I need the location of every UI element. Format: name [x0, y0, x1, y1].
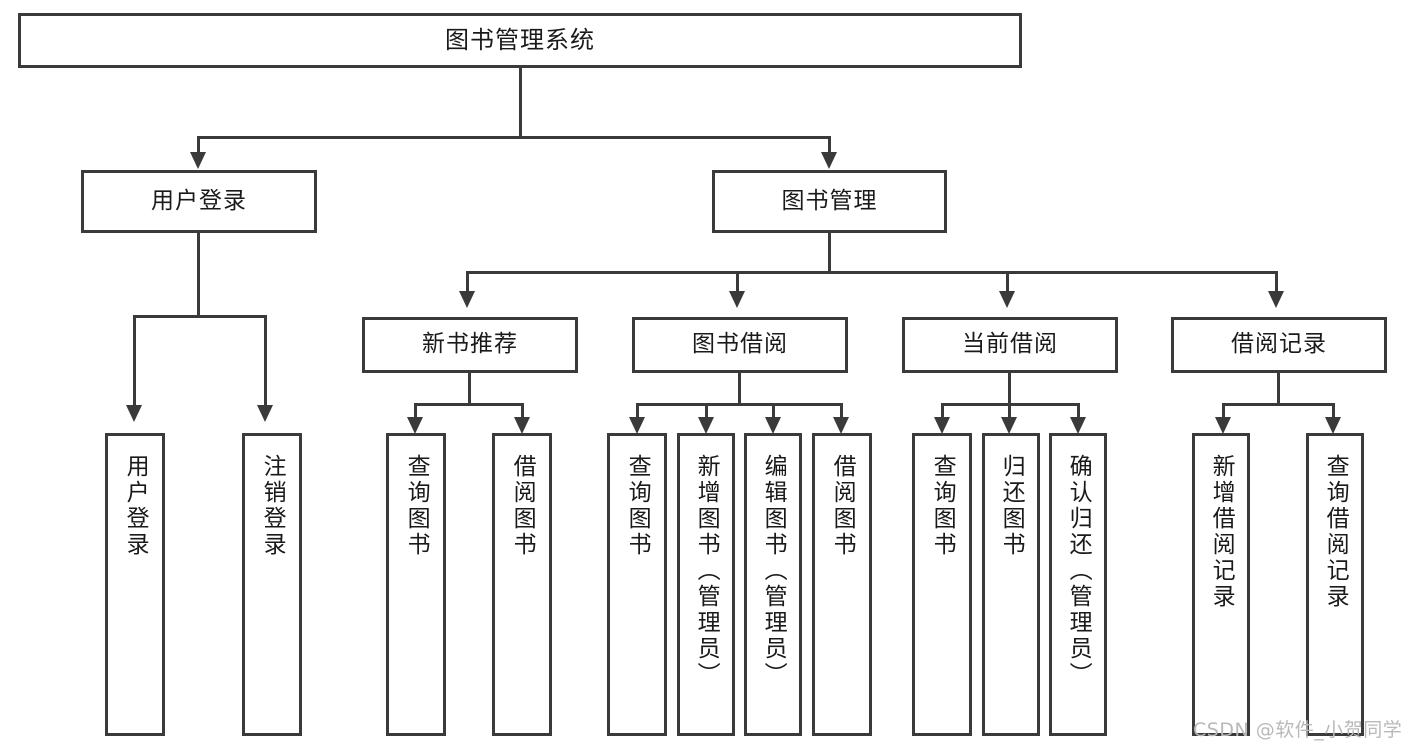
node-label: 借阅记录	[1231, 331, 1327, 358]
edge-user-login-stem	[197, 233, 200, 317]
node-label: 图书管理系统	[445, 26, 595, 55]
arrowhead-borrow-record-leaf-1-icon	[1215, 417, 1231, 434]
arrowhead-current-borrow-leaf-1-icon	[934, 417, 950, 434]
arrowhead-current-borrow-leaf-3-icon	[1070, 417, 1086, 434]
edge-level3-bus	[466, 271, 1278, 274]
edge-new-book-drop-1	[414, 403, 417, 421]
leaf-confirm-return-admin[interactable]: 确认归还（管理员）	[1049, 433, 1107, 736]
arrowhead-current-borrow-leaf-2-icon	[1001, 417, 1017, 434]
edge-book-borrow-drop-3	[772, 403, 775, 421]
edge-level2-drop-1	[197, 136, 200, 156]
node-book-borrow[interactable]: 图书借阅	[632, 317, 848, 373]
leaf-label: 查询图书	[403, 454, 430, 558]
leaf-borrow-book-recommend[interactable]: 借阅图书	[492, 433, 552, 736]
edge-new-book-stem	[468, 373, 471, 405]
edge-book-borrow-stem	[738, 373, 741, 405]
leaf-label: 注销登录	[259, 454, 286, 558]
arrowhead-to-book-borrow-icon	[729, 291, 745, 308]
node-user-login[interactable]: 用户登录	[81, 170, 317, 233]
node-label: 新书推荐	[422, 331, 518, 358]
leaf-label: 借阅图书	[509, 454, 536, 558]
edge-level3-drop-4	[1275, 271, 1278, 296]
leaf-query-book-borrow[interactable]: 查询图书	[607, 433, 667, 736]
leaf-label: 新增图书（管理员）	[693, 454, 720, 688]
arrowhead-new-book-leaf-2-icon	[514, 417, 530, 434]
edge-user-login-drop-1	[133, 315, 136, 410]
edge-new-book-drop-2	[521, 403, 524, 421]
arrowhead-to-book-management-icon	[821, 152, 837, 169]
watermark: CSDN @软件_小贺同学	[1193, 719, 1403, 741]
leaf-label: 确认归还（管理员）	[1065, 454, 1092, 688]
node-borrow-record[interactable]: 借阅记录	[1171, 317, 1387, 373]
edge-current-borrow-stem	[1008, 373, 1011, 405]
leaf-borrow-book[interactable]: 借阅图书	[812, 433, 872, 736]
leaf-add-borrow-record[interactable]: 新增借阅记录	[1192, 433, 1250, 736]
edge-level3-drop-1	[466, 271, 469, 296]
leaf-return-book[interactable]: 归还图书	[982, 433, 1040, 736]
edge-level3-drop-2	[736, 271, 739, 296]
edge-level2-drop-2	[828, 136, 831, 156]
edge-book-borrow-drop-1	[636, 403, 639, 421]
arrowhead-new-book-leaf-1-icon	[407, 417, 423, 434]
edge-borrow-record-bus	[1222, 403, 1335, 406]
leaf-label: 查询借阅记录	[1322, 454, 1349, 610]
edge-borrow-record-drop-2	[1332, 403, 1335, 421]
edge-current-borrow-drop-3	[1077, 403, 1080, 421]
leaf-label: 归还图书	[998, 454, 1025, 558]
edge-level2-bus	[197, 136, 831, 139]
edge-new-book-bus	[414, 403, 524, 406]
node-label: 图书借阅	[692, 331, 788, 358]
leaf-query-book-current[interactable]: 查询图书	[912, 433, 972, 736]
node-label: 图书管理	[781, 187, 878, 214]
edge-level3-drop-3	[1006, 271, 1009, 296]
arrowhead-to-user-login-icon	[190, 152, 206, 169]
arrowhead-book-borrow-leaf-2-icon	[698, 417, 714, 434]
edge-borrow-record-stem	[1277, 373, 1280, 405]
leaf-query-book-recommend[interactable]: 查询图书	[386, 433, 446, 736]
leaf-logout[interactable]: 注销登录	[242, 433, 302, 736]
edge-borrow-record-drop-1	[1222, 403, 1225, 421]
leaf-label: 用户登录	[122, 454, 149, 558]
arrowhead-to-current-borrow-icon	[999, 291, 1015, 308]
leaf-add-book-admin[interactable]: 新增图书（管理员）	[677, 433, 735, 736]
arrowhead-book-borrow-leaf-1-icon	[629, 417, 645, 434]
edge-current-borrow-drop-1	[941, 403, 944, 421]
arrowhead-to-leaf-logout-icon	[257, 405, 273, 422]
edge-root-stem	[519, 68, 522, 138]
leaf-label: 新增借阅记录	[1208, 454, 1235, 610]
leaf-label: 借阅图书	[829, 454, 856, 558]
node-book-management[interactable]: 图书管理	[712, 170, 947, 233]
leaf-user-login[interactable]: 用户登录	[105, 433, 165, 736]
arrowhead-borrow-record-leaf-2-icon	[1325, 417, 1341, 434]
node-label: 当前借阅	[962, 331, 1058, 358]
node-current-borrow[interactable]: 当前借阅	[902, 317, 1118, 373]
leaf-query-borrow-record[interactable]: 查询借阅记录	[1306, 433, 1364, 736]
arrowhead-to-leaf-user-login-icon	[126, 405, 142, 422]
leaf-label: 查询图书	[929, 454, 956, 558]
node-root-book-management-system[interactable]: 图书管理系统	[18, 13, 1022, 68]
edge-user-login-drop-2	[264, 315, 267, 410]
leaf-label: 编辑图书（管理员）	[760, 454, 787, 688]
edge-book-borrow-drop-4	[840, 403, 843, 421]
edge-book-borrow-bus	[636, 403, 842, 406]
edge-book-management-stem	[828, 233, 831, 273]
edge-book-borrow-drop-2	[705, 403, 708, 421]
node-label: 用户登录	[151, 187, 247, 214]
edge-user-login-bus	[133, 315, 267, 318]
edge-current-borrow-drop-2	[1008, 403, 1011, 421]
leaf-edit-book-admin[interactable]: 编辑图书（管理员）	[744, 433, 802, 736]
node-new-book-recommend[interactable]: 新书推荐	[362, 317, 578, 373]
arrowhead-book-borrow-leaf-4-icon	[833, 417, 849, 434]
arrowhead-to-borrow-record-icon	[1268, 291, 1284, 308]
arrowhead-book-borrow-leaf-3-icon	[765, 417, 781, 434]
leaf-label: 查询图书	[624, 454, 651, 558]
arrowhead-to-new-book-recommend-icon	[459, 291, 475, 308]
